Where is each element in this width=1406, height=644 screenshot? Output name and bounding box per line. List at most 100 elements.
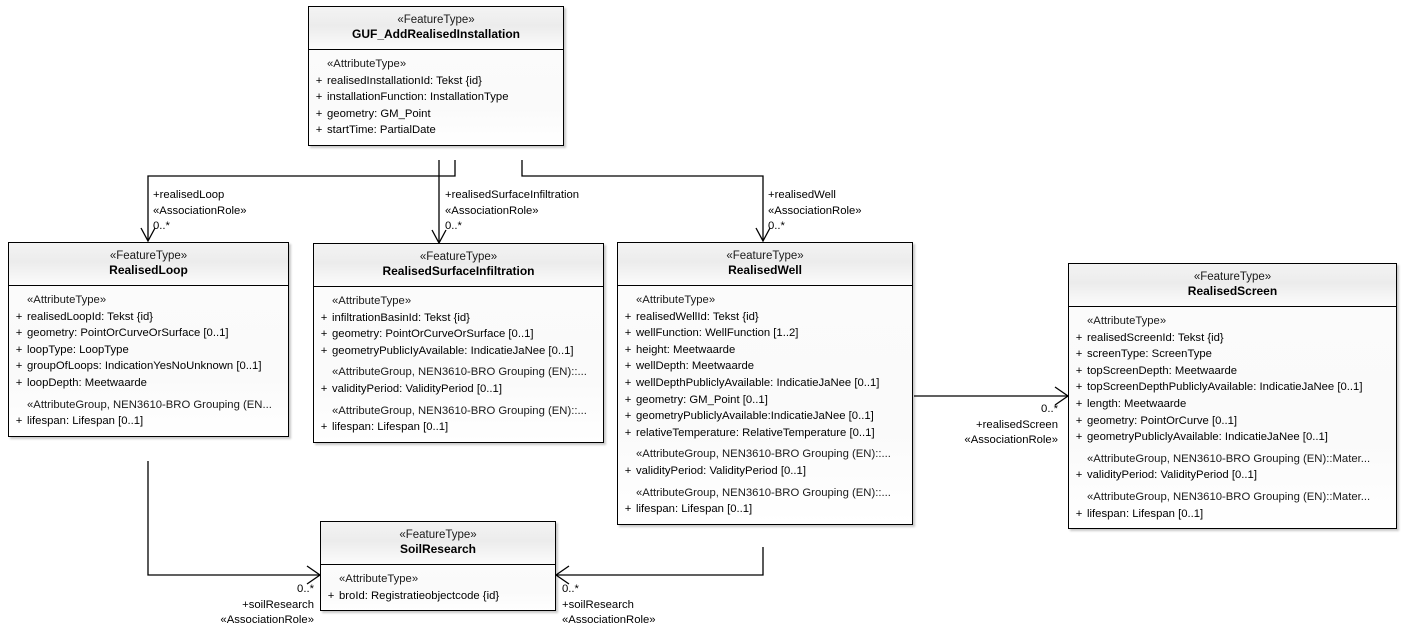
class-body: «AttributeType» + realisedScreenId: Teks…: [1069, 307, 1396, 529]
attribute-row: + topScreenDepth: Meetwaarde: [1071, 363, 1394, 380]
attribute-text: realisedInstallationId: Tekst {id}: [327, 74, 482, 87]
attribute-row: + topScreenDepthPubliclyAvailable: Indic…: [1071, 379, 1394, 396]
visibility-marker: +: [1075, 348, 1083, 361]
visibility-marker: +: [1075, 507, 1083, 520]
association-label-realisedscreen: 0..* +realisedScreen «AssociationRole»: [918, 402, 1058, 449]
visibility-marker: +: [1075, 381, 1083, 394]
attribute-row: + geometry: PointOrCurve [0..1]: [1071, 413, 1394, 430]
attribute-text: validityPeriod: ValidityPeriod [0..1]: [332, 382, 502, 395]
class-name: RealisedSurfaceInfiltration: [382, 264, 535, 278]
attribute-text: screenType: ScreenType: [1087, 348, 1212, 361]
visibility-marker: +: [624, 327, 632, 340]
class-body: «AttributeType» + realisedLoopId: Tekst …: [9, 286, 288, 436]
association-multiplicity: 0..*: [297, 583, 314, 595]
class-realisedsurfaceinfiltration[interactable]: «FeatureType» RealisedSurfaceInfiltratio…: [313, 243, 604, 443]
attribute-group-label: «AttributeGroup, NEN3610-BRO Grouping (E…: [27, 398, 272, 411]
association-label-soilresearch-right: 0..* +soilResearch «AssociationRole»: [562, 582, 656, 629]
visibility-marker: +: [1075, 414, 1083, 427]
class-soilresearch[interactable]: «FeatureType» SoilResearch «AttributeTyp…: [320, 521, 556, 612]
class-header: «FeatureType» RealisedScreen: [1069, 264, 1396, 307]
attribute-row: + validityPeriod: ValidityPeriod [0..1]: [316, 381, 601, 398]
association-multiplicity: 0..*: [153, 220, 170, 232]
association-role: +realisedSurfaceInfiltration: [445, 189, 580, 201]
attribute-row: + startTime: PartialDate: [311, 122, 561, 139]
class-realisedloop[interactable]: «FeatureType» RealisedLoop «AttributeTyp…: [8, 242, 289, 437]
class-header: «FeatureType» RealisedWell: [618, 243, 912, 286]
association-role: +realisedLoop: [153, 189, 225, 201]
attribute-row: + relativeTemperature: RelativeTemperatu…: [620, 425, 910, 442]
visibility-marker: +: [327, 589, 335, 602]
association-role: +soilResearch: [242, 598, 314, 611]
attribute-row: + height: Meetwaarde: [620, 342, 910, 359]
connector-realisedloop-soilresearch: [147, 461, 320, 576]
association-label-realisedloop: +realisedLoop «AssociationRole» 0..*: [153, 188, 247, 235]
attribute-group-label: «AttributeGroup, NEN3610-BRO Grouping (E…: [1087, 452, 1371, 465]
visibility-marker: +: [320, 311, 328, 324]
class-body: «AttributeType» + broId: Registratieobje…: [321, 565, 555, 611]
attribute-row: + loopDepth: Meetwaarde: [11, 375, 286, 392]
attribute-text: geometry: PointOrCurveOrSurface [0..1]: [27, 327, 229, 340]
attribute-group-label: «AttributeGroup, NEN3610-BRO Grouping (E…: [1087, 490, 1371, 503]
attribute-row: + geometryPubliclyAvailable:IndicatieJaN…: [620, 408, 910, 425]
visibility-marker: +: [315, 124, 323, 137]
attribute-row: + validityPeriod: ValidityPeriod [0..1]: [620, 463, 910, 480]
visibility-marker: +: [624, 503, 632, 516]
attribute-row: + validityPeriod: ValidityPeriod [0..1]: [1071, 467, 1394, 484]
attribute-group-label: «AttributeType»: [1087, 315, 1167, 327]
association-label-realisedwell: +realisedWell «AssociationRole» 0..*: [768, 188, 862, 235]
visibility-marker: +: [15, 360, 23, 373]
connector-realisedwell-soilresearch: [556, 547, 764, 576]
attribute-group-label: «AttributeGroup, NEN3610-BRO Grouping (E…: [636, 486, 891, 499]
attribute-text: lifespan: Lifespan [0..1]: [332, 421, 449, 434]
class-realisedwell[interactable]: «FeatureType» RealisedWell «AttributeTyp…: [617, 242, 913, 525]
visibility-marker: +: [315, 74, 323, 87]
attribute-text: relativeTemperature: RelativeTemperature…: [636, 426, 875, 439]
attribute-row: + geometryPublicIyAvailable: IndicatieJa…: [316, 343, 601, 360]
attribute-row: + groupOfLoops: IndicationYesNoUnknown […: [11, 358, 286, 375]
attribute-group-label: «AttributeGroup, NEN3610-BRO Grouping (E…: [636, 448, 891, 461]
visibility-marker: +: [1075, 397, 1083, 410]
class-stereotype: «FeatureType»: [419, 251, 498, 263]
attribute-text: groupOfLoops: IndicationYesNoUnknown [0.…: [27, 360, 262, 373]
visibility-marker: +: [15, 376, 23, 389]
attribute-row: + realisedLoopId: Tekst {id}: [11, 309, 286, 326]
visibility-marker: +: [15, 310, 23, 323]
attribute-text: lifespan: Lifespan [0..1]: [1087, 507, 1204, 520]
class-stereotype: «FeatureType»: [1193, 271, 1272, 283]
attribute-text: geometryPubliclyAvailable: IndicatieJaNe…: [1087, 431, 1328, 444]
class-header: «FeatureType» GUF_AddRealisedInstallatio…: [309, 7, 563, 50]
attribute-row: + screenType: ScreenType: [1071, 346, 1394, 363]
association-label-soilresearch-left: 0..* +soilResearch «AssociationRole»: [180, 582, 314, 629]
attribute-text: infiltrationBasinId: Tekst {id}: [332, 311, 470, 324]
attribute-group-label: «AttributeType»: [636, 294, 716, 306]
attribute-row: + infiltrationBasinId: Tekst {id}: [316, 310, 601, 327]
class-header: «FeatureType» RealisedLoop: [9, 243, 288, 286]
association-label-realisedsurfaceinfiltration: +realisedSurfaceInfiltration «Associatio…: [445, 188, 579, 235]
attribute-group-label: «AttributeType»: [27, 294, 107, 306]
attribute-text: geometry: GM_Point [0..1]: [636, 393, 768, 406]
class-name: GUF_AddRealisedInstallation: [351, 27, 521, 41]
class-stereotype: «FeatureType»: [399, 529, 477, 541]
class-name: RealisedWell: [728, 263, 802, 277]
attribute-row: + geometry: PointOrCurveOrSurface [0..1]: [11, 325, 286, 342]
attribute-row: + realisedScreenId: Tekst {id}: [1071, 330, 1394, 347]
attribute-row: + realisedWellId: Tekst {id}: [620, 309, 910, 326]
visibility-marker: +: [624, 360, 632, 373]
attribute-text: loopDepth: Meetwaarde: [27, 376, 147, 389]
attribute-text: realisedScreenId: Tekst {id}: [1087, 331, 1224, 344]
class-realisedscreen[interactable]: «FeatureType» RealisedScreen «AttributeT…: [1068, 263, 1397, 530]
attribute-text: validityPeriod: ValidityPeriod [0..1]: [1087, 469, 1257, 482]
attribute-text: geometry: PointOrCurve [0..1]: [1087, 414, 1238, 427]
attribute-text: geometryPublicIyAvailable: IndicatieJaNe…: [332, 344, 574, 357]
class-guf-addrealisedinstallation[interactable]: «FeatureType» GUF_AddRealisedInstallatio…: [308, 6, 564, 146]
visibility-marker: +: [624, 343, 632, 356]
association-role: +realisedScreen: [976, 418, 1058, 431]
attribute-text: geometry: GM_Point: [327, 107, 431, 120]
attribute-text: validityPeriod: ValidityPeriod [0..1]: [636, 464, 806, 477]
association-multiplicity: 0..*: [562, 583, 579, 595]
attribute-text: installationFunction: InstallationType: [327, 91, 509, 104]
attribute-row: + broId: Registratieobjectcode {id}: [323, 588, 553, 605]
attribute-group-label: «AttributeType»: [327, 58, 407, 70]
class-header: «FeatureType» RealisedSurfaceInfiltratio…: [314, 244, 603, 287]
